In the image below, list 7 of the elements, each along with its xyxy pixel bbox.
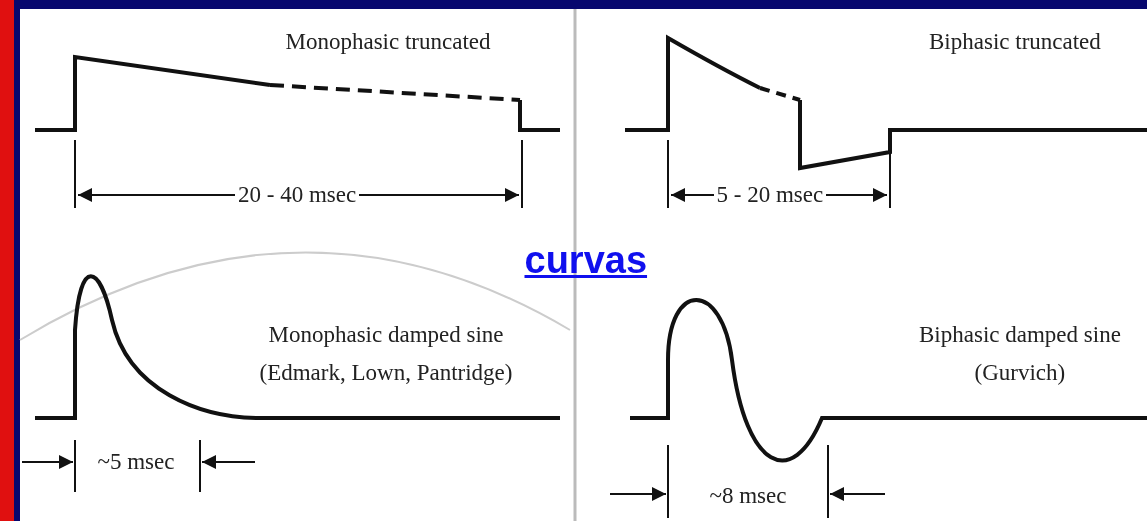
waveform-title: Biphasic damped sine	[919, 322, 1121, 348]
waveform-caption: (Edmark, Lown, Pantridge)	[259, 360, 513, 386]
link: curvas	[524, 238, 648, 282]
waveform-caption: (Gurvich)	[974, 360, 1066, 386]
waveform-title: Biphasic truncated	[929, 29, 1101, 55]
waveform-title: Monophasic damped sine	[268, 322, 504, 348]
waveform-title: Monophasic truncated	[285, 29, 491, 55]
